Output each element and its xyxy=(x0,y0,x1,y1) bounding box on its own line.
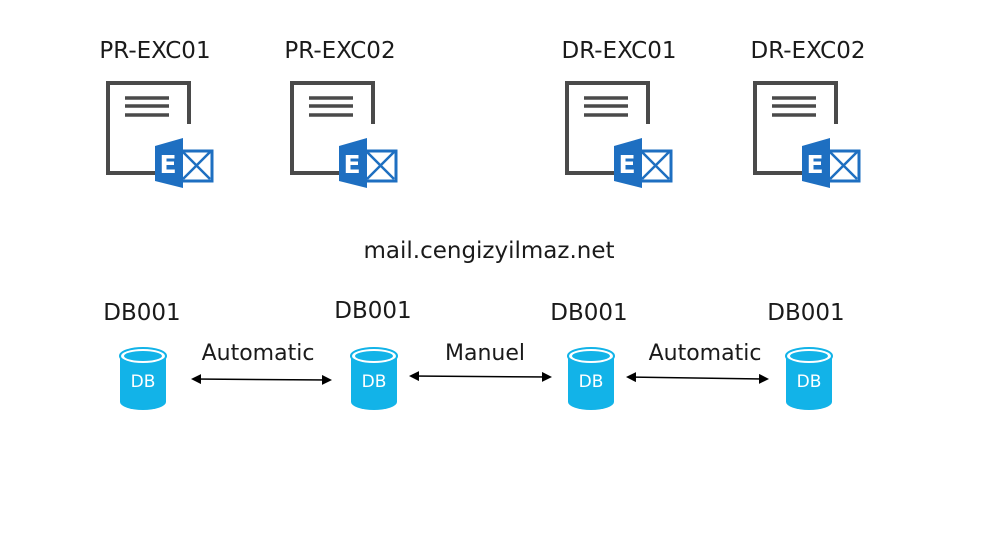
database-icon-text: DB xyxy=(796,372,822,392)
server-label-dr-exc01: DR-EXC01 xyxy=(561,38,677,64)
double-arrow xyxy=(191,374,332,385)
database-icon: DB xyxy=(118,347,168,411)
server-label-pr-exc01: PR-EXC01 xyxy=(99,38,211,64)
svg-text:E: E xyxy=(806,150,823,179)
svg-text:E: E xyxy=(343,150,360,179)
database-label: DB001 xyxy=(334,298,412,324)
database-label: DB001 xyxy=(767,300,845,326)
link-label-manuel: Manuel xyxy=(445,341,525,366)
link-label-automatic: Automatic xyxy=(201,341,315,366)
server-label-dr-exc02: DR-EXC02 xyxy=(750,38,866,64)
double-arrow xyxy=(626,372,769,384)
database-label: DB001 xyxy=(550,300,628,326)
hostname-label: mail.cengizyilmaz.net xyxy=(363,238,615,264)
exchange-server-icon: E xyxy=(564,80,674,190)
link-label-automatic: Automatic xyxy=(648,341,762,366)
database-icon: DB xyxy=(784,347,834,411)
database-icon: DB xyxy=(566,347,616,411)
database-icon-text: DB xyxy=(130,372,156,392)
exchange-server-icon: E xyxy=(289,80,399,190)
database-icon-text: DB xyxy=(578,372,604,392)
double-arrow xyxy=(409,371,552,382)
server-label-pr-exc02: PR-EXC02 xyxy=(284,38,396,64)
database-icon-text: DB xyxy=(361,372,387,392)
database-icon: DB xyxy=(349,347,399,411)
svg-text:E: E xyxy=(159,150,176,179)
svg-text:E: E xyxy=(618,150,635,179)
exchange-server-icon: E xyxy=(752,80,862,190)
exchange-server-icon: E xyxy=(105,80,215,190)
database-label: DB001 xyxy=(103,300,181,326)
